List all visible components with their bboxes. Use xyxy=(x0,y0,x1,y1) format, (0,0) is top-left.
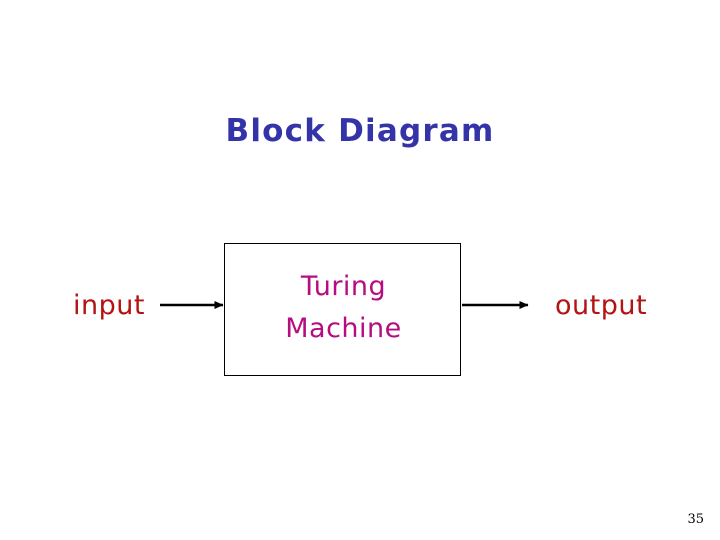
turing-machine-label: Turing Machine xyxy=(225,266,462,350)
turing-machine-block: Turing Machine xyxy=(224,243,461,376)
page-number: 35 xyxy=(687,512,704,527)
turing-machine-label-line1: Turing xyxy=(300,271,387,302)
input-label: input xyxy=(73,290,145,321)
page-title: Block Diagram xyxy=(225,113,495,149)
output-label: output xyxy=(555,290,648,321)
turing-machine-label-line2: Machine xyxy=(285,313,402,344)
